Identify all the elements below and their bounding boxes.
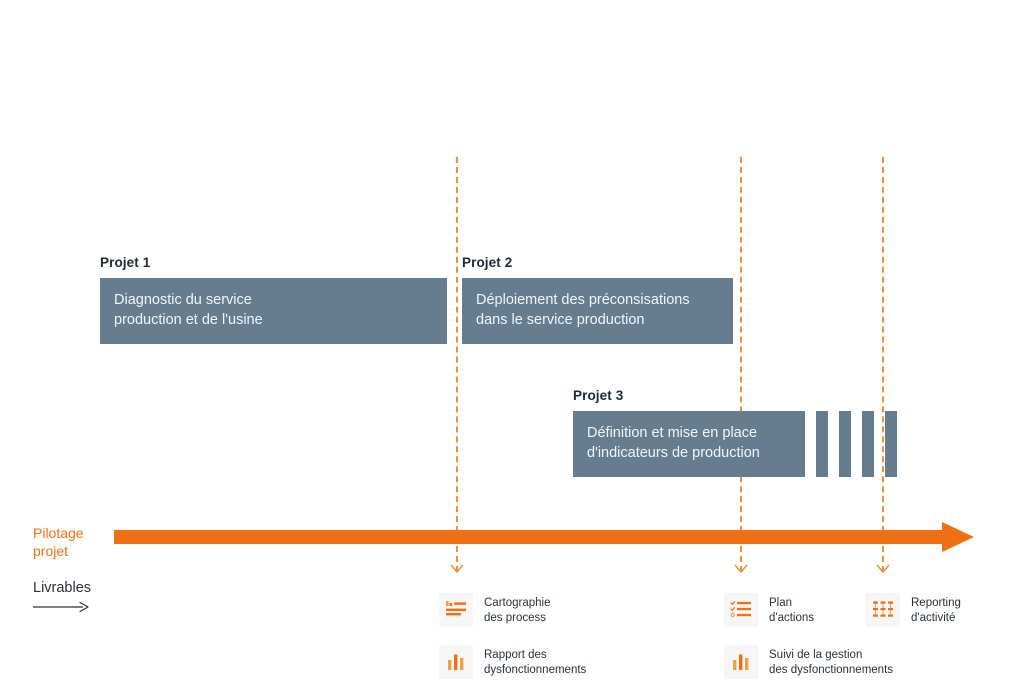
- project-bar-label-1: Diagnostic du service production et de l…: [114, 292, 263, 328]
- milestone-arrow-icon-1: [450, 564, 464, 574]
- grid-table-icon: [866, 593, 900, 627]
- timeline-label: Pilotage projet: [33, 525, 84, 560]
- project-bar-3[interactable]: Définition et mise en place d'indicateur…: [573, 411, 805, 477]
- project-bar-1[interactable]: Diagnostic du service production et de l…: [100, 278, 447, 344]
- deliverable-item-rapport[interactable]: Rapport des dysfonctionnements: [439, 645, 586, 679]
- process-map-icon: [439, 593, 473, 627]
- deliverable-item-suivi[interactable]: Suivi de la gestion des dysfonctionnemen…: [724, 645, 893, 679]
- timeline-arrow-right-icon: [114, 521, 974, 553]
- project-bar-2[interactable]: Déploiement des préconsisations dans le …: [462, 278, 733, 344]
- deliverable-label: Reporting d'activité: [911, 597, 961, 624]
- livrables-label: Livrables: [33, 580, 92, 596]
- livrables-arrow-right-thin-icon: [33, 601, 89, 613]
- milestone-line-1: [456, 157, 458, 572]
- deliverable-label: Suivi de la gestion des dysfonctionnemen…: [769, 649, 894, 676]
- milestone-arrow-icon-3: [876, 564, 890, 574]
- milestone-line-3: [882, 157, 884, 572]
- project-bar-3-fade-stripes: [805, 411, 897, 477]
- bar-chart-icon: [724, 645, 758, 679]
- project-group-3: Projet 3 Définition et mise en place d'i…: [573, 388, 897, 477]
- bar-chart-icon: [439, 645, 473, 679]
- deliverable-item-cartographie[interactable]: Cartographie des process: [439, 593, 550, 627]
- project-title-1: Projet 1: [100, 255, 151, 270]
- project-bar-wrap-2: Déploiement des préconsisations dans le …: [462, 278, 733, 344]
- project-bar-wrap-1: Diagnostic du service production et de l…: [100, 278, 447, 344]
- project-title-2: Projet 2: [462, 255, 513, 270]
- deliverable-item-reporting[interactable]: Reporting d'activité: [866, 593, 961, 627]
- deliverable-item-plan-actions[interactable]: Plan d'actions: [724, 593, 814, 627]
- milestone-arrow-icon-2: [734, 564, 748, 574]
- bar-stripe: [839, 411, 851, 477]
- project-title-3: Projet 3: [573, 388, 624, 403]
- bar-stripe: [816, 411, 828, 477]
- project-bar-label-2: Déploiement des préconsisations dans le …: [476, 292, 690, 328]
- checklist-icon: [724, 593, 758, 627]
- project-bar-wrap-3: Définition et mise en place d'indicateur…: [573, 411, 897, 477]
- milestone-line-2: [740, 157, 742, 572]
- bar-stripe: [862, 411, 874, 477]
- deliverable-label: Rapport des dysfonctionnements: [484, 649, 587, 676]
- project-bar-label-3: Définition et mise en place d'indicateur…: [587, 425, 760, 461]
- bar-stripe: [885, 411, 897, 477]
- project-group-2: Projet 2 Déploiement des préconsisations…: [462, 255, 733, 344]
- deliverable-label: Plan d'actions: [769, 597, 815, 624]
- project-group-1: Projet 1 Diagnostic du service productio…: [100, 255, 447, 344]
- deliverable-label: Cartographie des process: [484, 597, 551, 624]
